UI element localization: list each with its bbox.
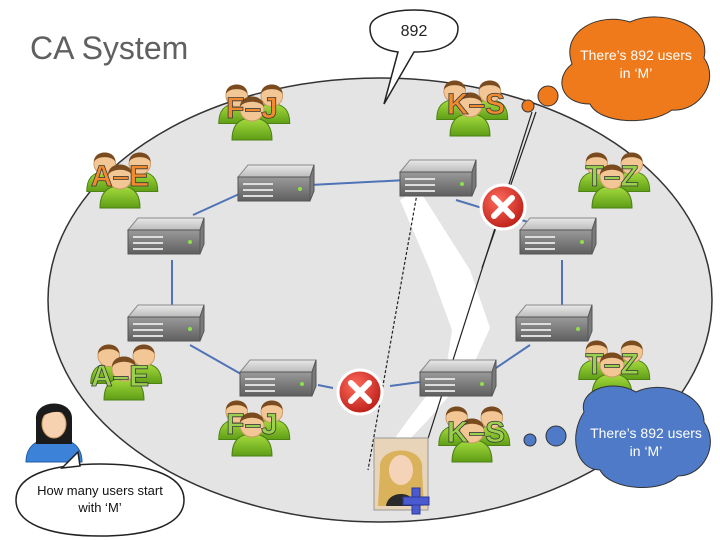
plus-icon <box>402 487 430 515</box>
label-ae-bottom: A–E <box>91 360 149 393</box>
label-ks-bottom: K–S <box>447 416 505 449</box>
question-bubble-tail <box>59 450 81 469</box>
link-ks-tz-bottom <box>489 344 531 373</box>
question-text: How many users start with ‘M’ <box>37 483 163 515</box>
server-icon-tz-top <box>519 217 597 255</box>
thought-dot-large-blue <box>545 425 567 447</box>
label-tz-bottom: T–Z <box>585 348 638 381</box>
thought-dot-large <box>537 85 559 107</box>
server-icon-ks-top <box>399 159 477 197</box>
label-ks-top: K–S <box>447 88 505 121</box>
link-ae-fj-bottom <box>189 344 249 379</box>
link-fj-error-stub <box>317 384 334 389</box>
label-tz-top: T–Z <box>585 160 638 193</box>
server-icon-tz-bottom <box>515 304 593 342</box>
thought-cloud-blue <box>575 385 711 488</box>
thought-dot-small <box>521 99 535 113</box>
diagram-title: CA System <box>30 30 189 66</box>
thought-bubble-top-right: There’s 892 users in ‘M’ <box>521 16 711 122</box>
server-icon-ae-bottom <box>127 304 205 342</box>
server-icon-fj-top <box>237 164 315 202</box>
error-x-icon-bottom <box>338 370 382 414</box>
label-fj-top: F–J <box>226 92 278 125</box>
thought-bubble-bottom-right: There’s 892 users in ‘M’ <box>523 385 711 488</box>
server-icon-fj-bottom <box>239 359 317 397</box>
label-fj-bottom: F–J <box>226 408 278 441</box>
speech-bubble-892 <box>369 9 459 105</box>
thought-bottom-right-text: There’s 892 users in ‘M’ <box>590 425 702 459</box>
link-error-ks-stub <box>389 381 421 387</box>
server-icon-ae-top <box>127 217 205 255</box>
thought-cloud-orange <box>561 16 711 122</box>
cluster-ring <box>47 77 713 523</box>
partition-line-c <box>367 187 419 471</box>
speech-bubble-892-text: 892 <box>401 23 428 40</box>
partition-line-a <box>417 111 533 471</box>
partition-gap <box>372 188 490 470</box>
thought-top-right-text: There’s 892 users in ‘M’ <box>580 47 692 81</box>
label-ae-top: A–E <box>91 160 149 193</box>
server-icon-ks-bottom <box>419 359 497 397</box>
woman-person-icon <box>25 403 83 463</box>
link-fj-ks-top <box>309 179 408 186</box>
thought-dot-small-blue <box>523 433 537 447</box>
error-x-icon-top <box>481 185 525 229</box>
